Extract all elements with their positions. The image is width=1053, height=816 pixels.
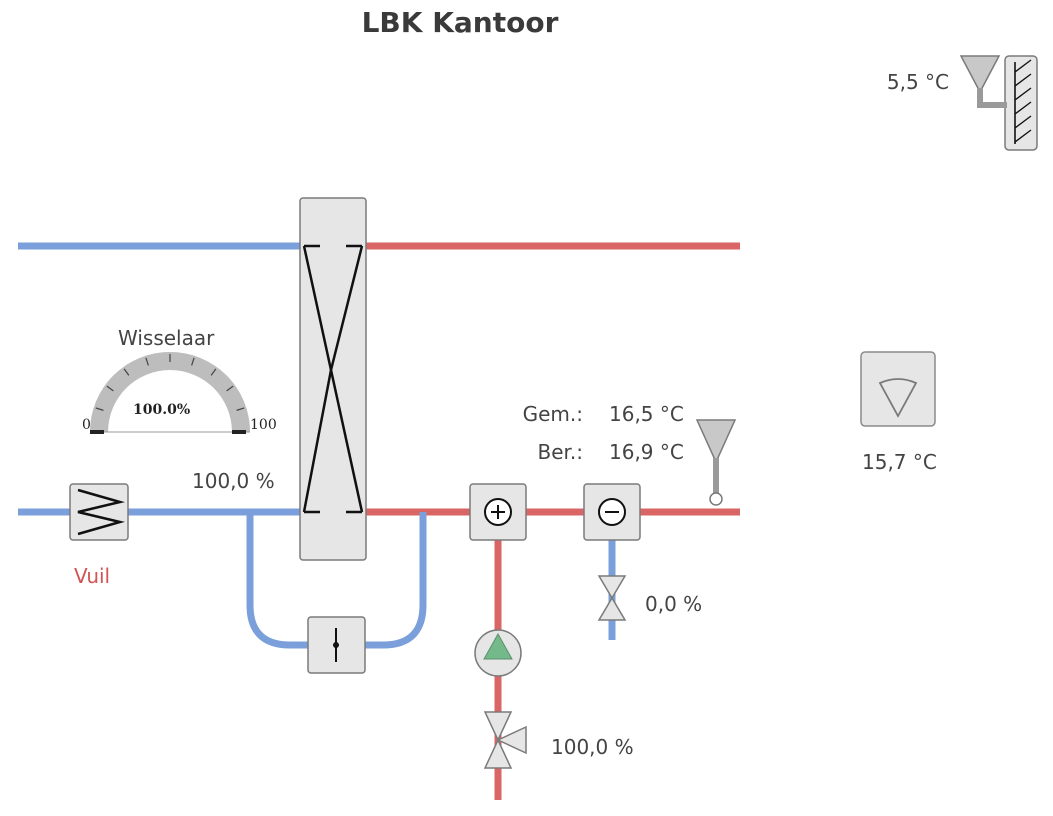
page-title: LBK Kantoor (361, 6, 559, 39)
filter[interactable] (69, 483, 129, 541)
bypass-damper[interactable] (307, 616, 366, 674)
gauge-ticks (95, 354, 245, 411)
supply-setpoint-value: 16,9 °C (609, 440, 684, 464)
gauge-fill (90, 352, 250, 432)
exchanger-gauge (90, 352, 250, 434)
gauge-label: Wisselaar (118, 326, 215, 350)
gauge-max-marker (232, 430, 246, 434)
supply-measured-label: Gem.: (522, 402, 583, 426)
gauge-tick (191, 357, 195, 366)
gauge-tick (210, 368, 217, 376)
heating-coil[interactable] (469, 483, 527, 541)
supply-setpoint-label: Ber.: (537, 440, 583, 464)
cooling-valve-position: 0,0 % (645, 592, 703, 616)
gauge-min-marker (90, 430, 104, 434)
supply-temperature-sensor[interactable] (695, 419, 737, 506)
heating-pump[interactable] (474, 629, 522, 677)
heating-valve[interactable] (483, 711, 527, 769)
gauge-max-label: 100 (250, 417, 277, 433)
gauge-value: 100.0% (133, 402, 191, 418)
cooling-coil[interactable] (583, 483, 641, 541)
bypass-duct-cold (246, 512, 310, 649)
gauge-tick (123, 368, 130, 376)
bypass-duct-warm (364, 512, 427, 649)
gauge-tick (95, 407, 104, 411)
room-temperature-value: 15,7 °C (862, 450, 937, 474)
gauge-tick (236, 407, 245, 411)
outdoor-temperature-sensor[interactable] (959, 55, 1038, 151)
gauge-min-label: 0 (82, 417, 91, 433)
cooling-valve[interactable] (597, 575, 627, 621)
heating-valve-position: 100,0 % (551, 735, 634, 759)
exchanger-position: 100,0 % (192, 469, 275, 493)
gauge-tick (106, 385, 114, 392)
supply-measured-value: 16,5 °C (609, 402, 684, 426)
gauge-tick (145, 357, 149, 366)
room-temperature-sensor[interactable] (860, 351, 936, 427)
filter-status: Vuil (74, 564, 111, 588)
gauge-tick (226, 385, 234, 392)
heat-exchanger[interactable] (299, 197, 367, 561)
outdoor-temperature-value: 5,5 °C (886, 70, 949, 94)
